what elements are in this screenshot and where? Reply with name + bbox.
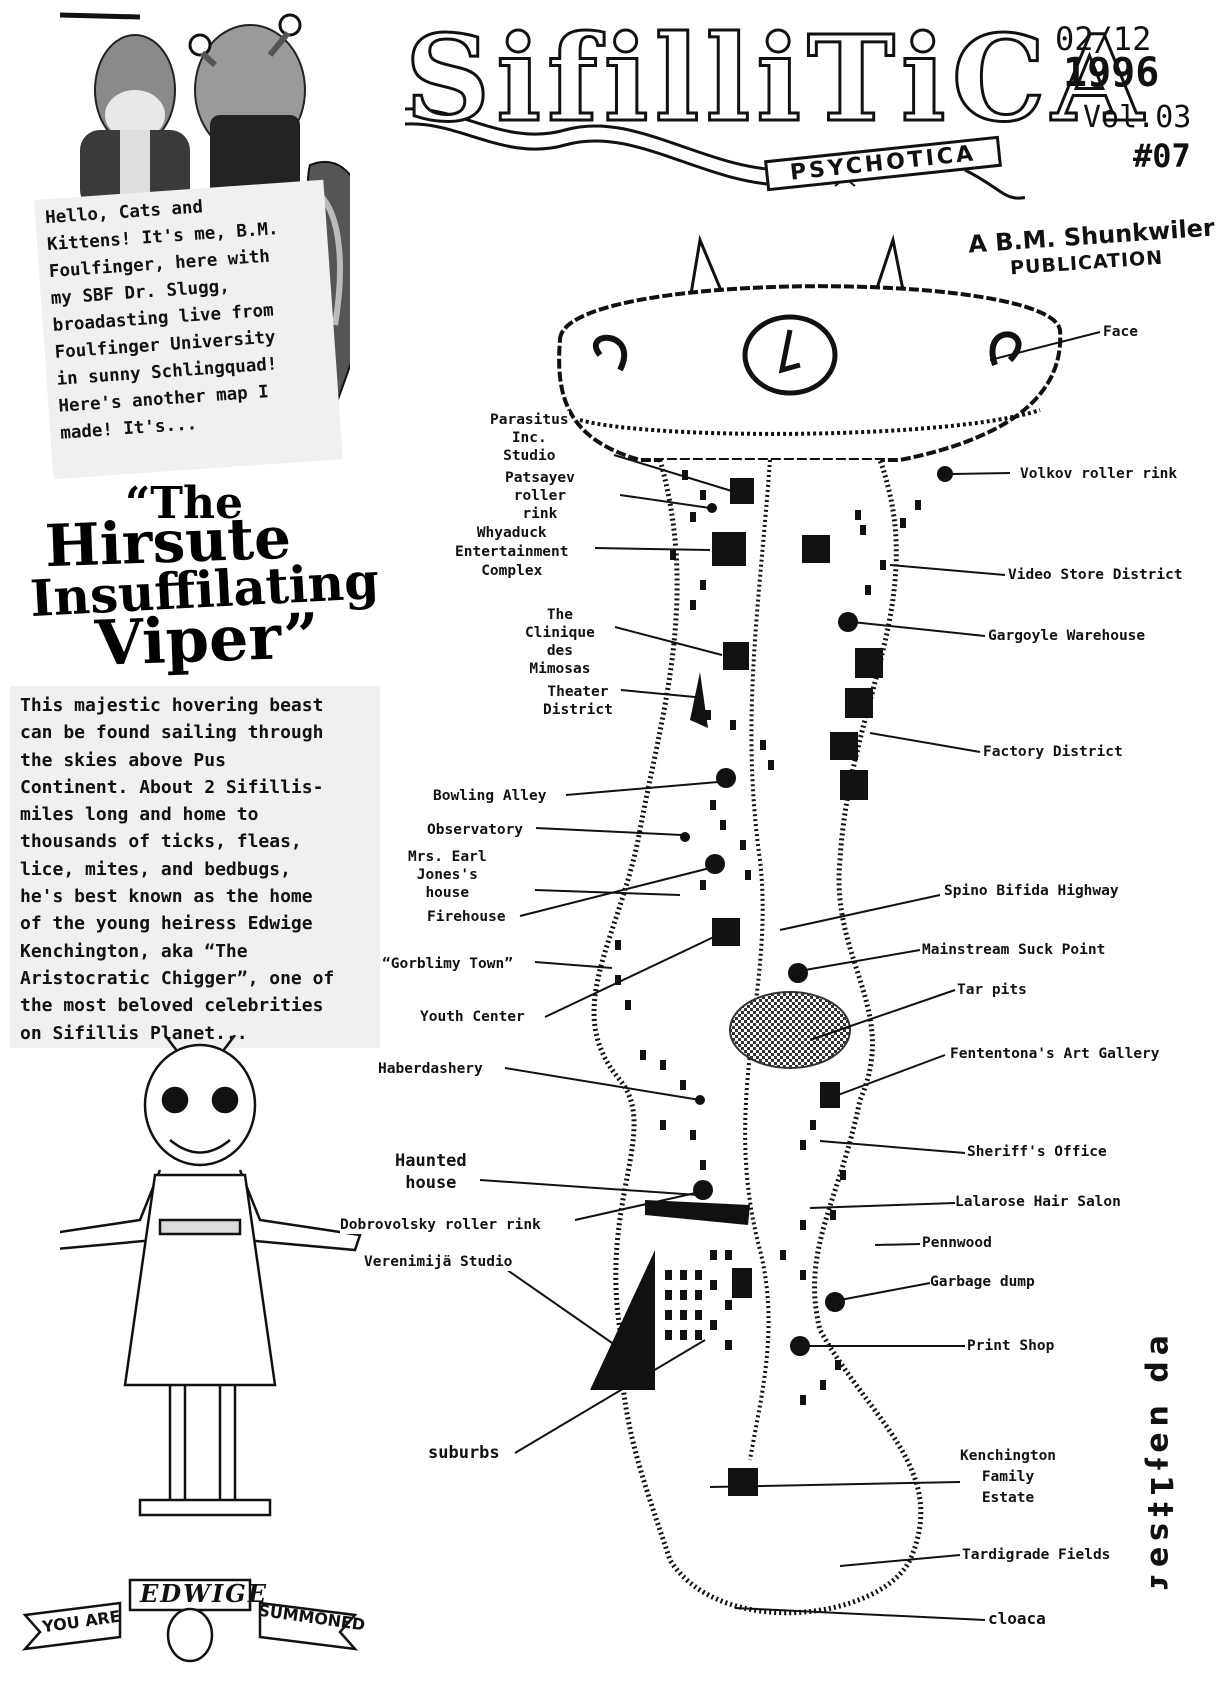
label-haberdashery: Haberdashery — [378, 1060, 483, 1078]
label-dobrovolsky: Dobrovolsky roller rink — [340, 1216, 541, 1234]
suburbs-triangle — [590, 1250, 655, 1390]
label-tar: Tar pits — [957, 981, 1027, 999]
description-line: lice, mites, and bedbugs, — [20, 858, 291, 880]
label-youth: Youth Center — [420, 1008, 525, 1026]
label-jones: Mrs. Earl Jones's house — [408, 848, 487, 902]
label-clinique: The Clinique des Mimosas — [525, 606, 595, 678]
label-garbage: Garbage dump — [930, 1273, 1035, 1291]
issue-date: 02/12 — [1055, 20, 1152, 58]
masthead-logo: SifilliTiCA PSYCHOTICA — [403, 18, 1145, 220]
eye-icon — [742, 314, 838, 396]
description-line: the most beloved celebrities — [20, 995, 324, 1017]
label-cloaca: cloaca — [988, 1609, 1046, 1628]
label-gargoyle: Gargoyle Warehouse — [988, 627, 1146, 645]
title-line-1: “The — [125, 478, 244, 529]
description-line: he's best known as the home — [20, 886, 313, 908]
label-factory: Factory District — [983, 743, 1123, 761]
label-sheriff: Sheriff's Office — [967, 1143, 1107, 1161]
description-line: miles long and home to — [20, 804, 259, 826]
label-theater: Theater District — [543, 683, 613, 719]
label-bowling: Bowling Alley — [433, 787, 547, 805]
label-firehouse: Firehouse — [427, 908, 506, 926]
description-line: the skies above Pus — [20, 749, 226, 771]
description-line: on Sifillis Planet... — [20, 1022, 248, 1044]
label-whyaduck: Whyaduck Entertainment Complex — [455, 524, 569, 581]
label-spino: Spino Bifida Highway — [944, 882, 1119, 900]
label-suburbs: suburbs — [428, 1442, 500, 1464]
label-video: Video Store District — [1008, 566, 1183, 584]
label-mainstream: Mainstream Suck Point — [922, 941, 1106, 959]
description-line: can be found sailing through — [20, 722, 324, 744]
feature-title: “The Hirsute Insuffilating Viper” — [0, 478, 440, 680]
left-swirl — [592, 334, 628, 372]
issue-number: #07 — [1133, 137, 1191, 175]
description-line: of the young heiress Edwige — [20, 913, 313, 935]
label-verenimija: Verenimijä Studio — [364, 1253, 513, 1271]
label-fententona: Fententona's Art Gallery — [950, 1045, 1160, 1063]
description-line: Kenchington, aka “The — [20, 940, 248, 962]
banner-ribbon — [21, 1578, 359, 1663]
label-volkov: Volkov roller rink — [1020, 465, 1178, 483]
label-face: Face — [1103, 323, 1138, 341]
issue-year: 1996 — [1063, 50, 1160, 96]
label-pennwood: Pennwood — [922, 1234, 992, 1252]
description-line: thousands of ticks, fleas, — [20, 831, 302, 853]
label-tardigrade: Tardigrade Fields — [962, 1546, 1111, 1564]
label-patsayev: Patsayev roller rink — [505, 469, 575, 523]
banner-name: EDWIGE — [140, 1579, 269, 1608]
tar-pits-area — [729, 991, 851, 1069]
logo-title: SifilliTiCA — [403, 9, 1150, 148]
label-observatory: Observatory — [427, 821, 524, 839]
issue-volume: Vol.03 — [1083, 100, 1192, 135]
right-swirl — [989, 331, 1022, 366]
label-gorblimy: “Gorblimy Town” — [382, 955, 513, 973]
body-divider — [743, 459, 772, 1461]
label-kenchington: Kenchington Family Estate — [960, 1446, 1057, 1509]
description-line: This majestic hovering beast — [20, 695, 324, 716]
label-print: Print Shop — [967, 1337, 1055, 1355]
description-text-box: This majestic hovering beast can be foun… — [10, 686, 380, 1048]
label-haunted: Haunted house — [395, 1150, 467, 1194]
edwige-illustration — [60, 1035, 362, 1517]
label-parasitus: Parasitus Inc. Studio — [490, 411, 569, 465]
label-lalarose: Lalarose Hair Salon — [955, 1193, 1121, 1211]
description-line: Continent. About 2 Sifillis- — [20, 776, 324, 798]
description-line: Aristocratic Chigger”, one of — [20, 967, 335, 989]
